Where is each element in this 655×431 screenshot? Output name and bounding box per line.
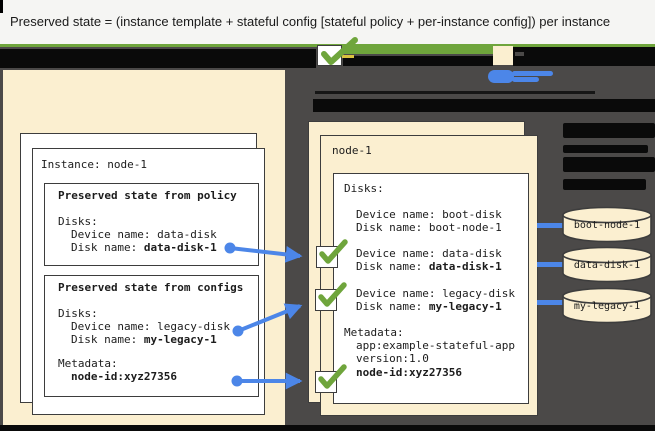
disk-cylinder: boot-node-1 [562,206,652,243]
disk-cylinder: data-disk-1 [562,246,652,283]
disk-name-label: Disk name: [71,241,144,254]
disk-cylinder: my-legacy-1 [562,287,652,324]
disk-name-line: Disk name: data-disk-1 [356,260,502,273]
vm-state-box: Disks: Device name: boot-disk Disk name:… [333,173,529,404]
device-name-line: Device name: boot-disk [356,208,502,221]
disk-label: data-disk-1 [573,260,641,271]
green-arrow-shaft [341,44,493,54]
metadata-label: Metadata: [344,326,404,339]
disk-name-label: Disk name: [356,221,429,234]
metadata-line: app:example-stateful-app [356,339,515,352]
device-name-line: Device name: data-disk [71,228,217,241]
disk-name-value: boot-node-1 [428,221,502,234]
disk-name-value: data-disk-1 [143,241,217,254]
redacted-bar [513,47,655,66]
managed-instances-panel: Managed instances (intended configuratio… [3,70,285,425]
disks-label: Disks: [58,215,98,228]
checkmark-icon [319,239,348,264]
redacted-bar [0,49,316,68]
redacted-bar [313,99,655,112]
disk-connector-line [537,223,563,228]
cream-box-fragment [493,46,513,65]
instance-icon [488,70,514,83]
disk-connector-line [537,262,563,267]
disk-name-value: data-disk-1 [428,260,502,273]
redacted-blue-line [512,77,539,82]
preserved-state-policy-box: Preserved state from policy Disks: Devic… [44,183,259,266]
vm-instance-card: node-1 Disks: Device name: boot-disk Dis… [320,135,538,416]
preserved-state-configs-box: Preserved state from configs Disks: Devi… [44,275,259,397]
checkmark-icon [318,282,347,307]
disk-icon [562,246,652,283]
policy-box-title: Preserved state from policy [58,189,237,202]
disk-name-line: Disk name: boot-node-1 [356,221,502,234]
disk-name-line: Disk name: my-legacy-1 [71,333,217,346]
disk-label: my-legacy-1 [573,301,641,312]
redacted-blue-line [512,71,553,76]
configs-box-title: Preserved state from configs [58,281,244,294]
disks-label: Disks: [58,307,98,320]
redacted-bar [0,425,655,431]
redacted-bar [563,157,655,172]
disk-name-value: my-legacy-1 [428,300,502,313]
disk-name-label: Disk name: [356,300,429,313]
device-name-line: Device name: legacy-disk [356,287,515,300]
disk-name-line: Disk name: my-legacy-1 [356,300,502,313]
disk-name-line: Disk name: data-disk-1 [71,241,217,254]
yellow-dash [342,55,354,58]
metadata-label: Metadata: [58,357,118,370]
title-bar: Preserved state = (instance template + s… [0,0,655,44]
metadata-value: node-id:xyz27356 [356,366,462,379]
disks-label: Disks: [344,182,384,195]
redacted-bar [563,123,655,138]
metadata-value: node-id:xyz27356 [71,370,177,383]
checkmark-icon [318,364,347,389]
vm-name: node-1 [332,144,372,157]
redacted-bar [343,56,493,66]
corner-mark [0,0,3,13]
disk-icon [562,287,652,324]
redaction-gap [515,52,524,56]
device-name-line: Device name: legacy-disk [71,320,230,333]
disk-name-value: my-legacy-1 [143,333,217,346]
metadata-line: version:1.0 [356,352,429,365]
disk-name-label: Disk name: [356,260,429,273]
diagram-title: Preserved state = (instance template + s… [10,14,611,29]
redacted-bar [563,179,646,190]
disk-connector-line [537,300,563,305]
instance-title: Instance: node-1 [41,158,147,171]
disk-name-label: Disk name: [71,333,144,346]
instance-card: Instance: node-1 Preserved state from po… [32,148,265,415]
redacted-bar [563,145,648,153]
checkmark-icon [321,37,358,65]
disk-label: boot-node-1 [573,220,641,231]
disk-icon [562,206,652,243]
device-name-line: Device name: data-disk [356,247,502,260]
redacted-thin-line [315,91,595,94]
